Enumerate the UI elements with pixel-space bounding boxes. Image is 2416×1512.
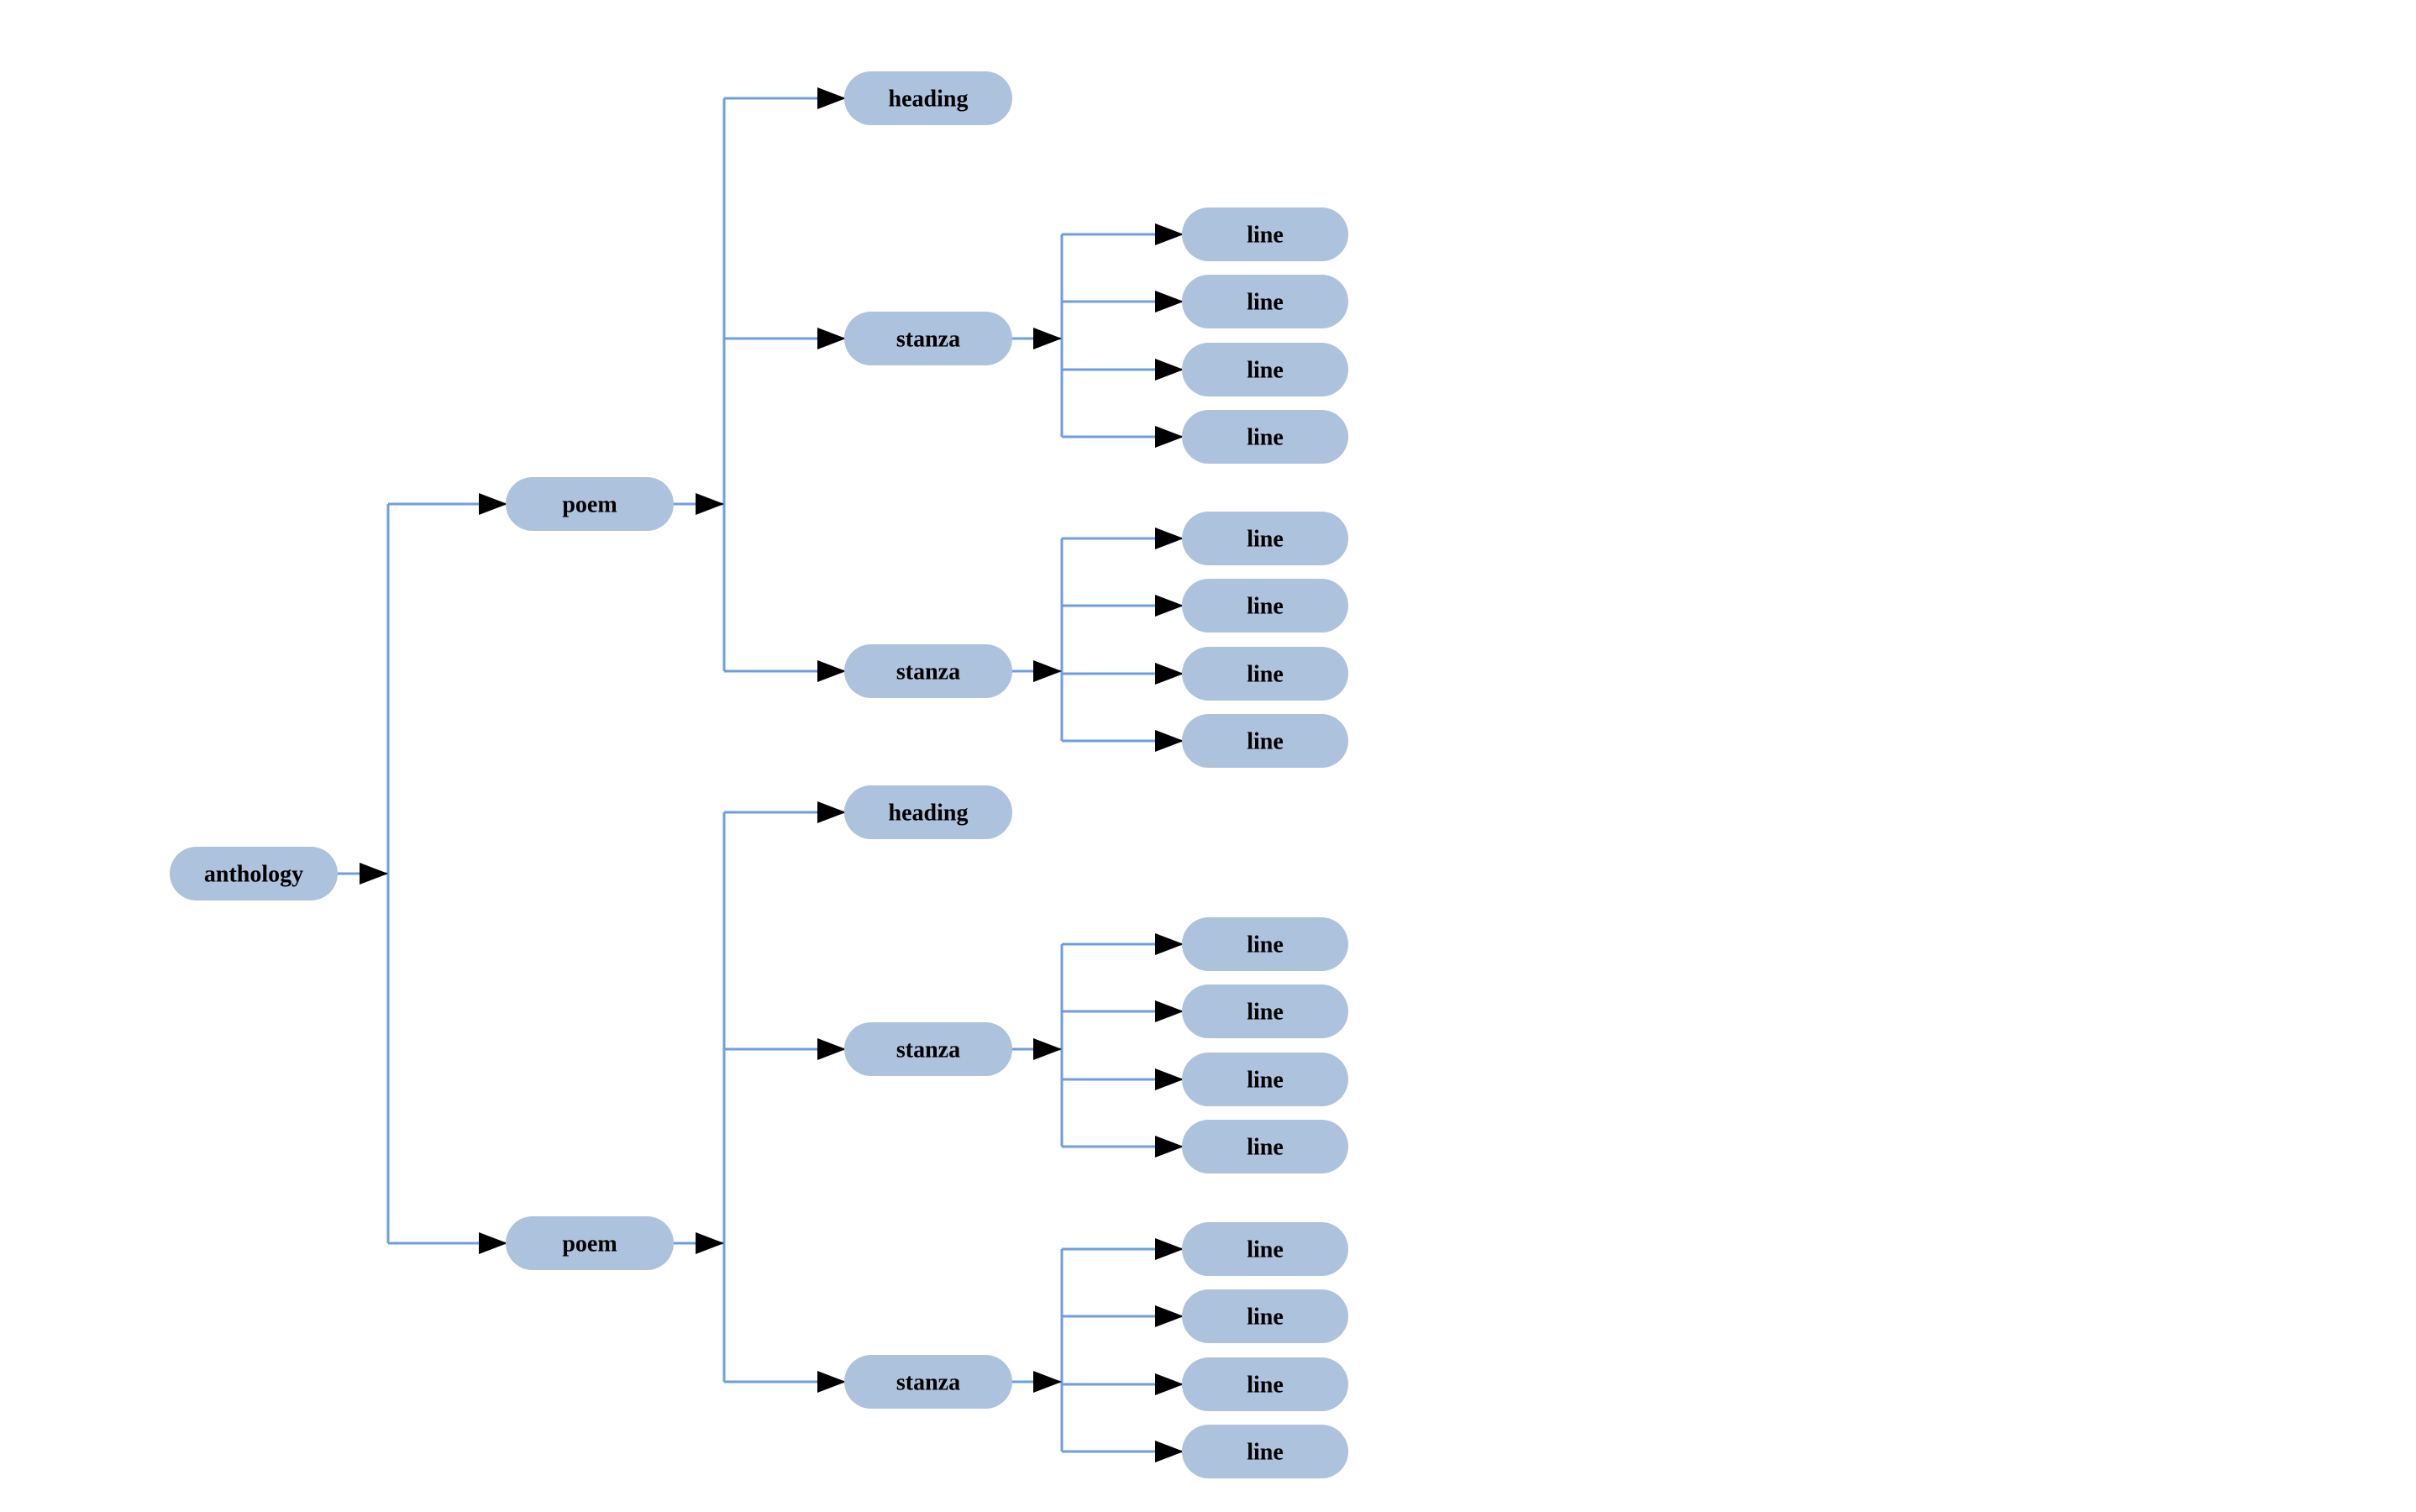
- p2-stanza2-trunk-parent-arrow-icon: [1033, 1371, 1062, 1393]
- p1-stanza1-arrow-icon: [817, 328, 846, 349]
- connectors-layer: [338, 97, 1182, 1453]
- node-shape-p1-s2-line3[interactable]: [1182, 647, 1348, 701]
- p2-stanza1-arrow-icon: [817, 1038, 846, 1060]
- node-shape-p2-s1-line4[interactable]: [1182, 1120, 1348, 1173]
- p1-stanza2-arrow-icon: [817, 660, 846, 682]
- node-shape-p1-stanza2[interactable]: [844, 644, 1012, 698]
- p2-s2-line2-arrow-icon: [1155, 1305, 1184, 1327]
- node-p2-stanza2[interactable]: stanza: [844, 1355, 1012, 1409]
- node-shape-p2-s2-line1[interactable]: [1182, 1222, 1348, 1276]
- node-p1-s2-line4[interactable]: line: [1182, 714, 1348, 768]
- node-p2-s1-line1[interactable]: line: [1182, 917, 1348, 971]
- node-p1-stanza2[interactable]: stanza: [844, 644, 1012, 698]
- node-shape-poem1[interactable]: [506, 477, 674, 531]
- poem2-trunk-parent-arrow-icon: [696, 1232, 724, 1254]
- p2-s1-line3-arrow-icon: [1155, 1068, 1184, 1090]
- node-anthology[interactable]: anthology: [170, 847, 338, 900]
- p1-s1-line4-arrow-icon: [1155, 426, 1184, 448]
- node-p1-s1-line3[interactable]: line: [1182, 343, 1348, 396]
- node-shape-p1-s1-line4[interactable]: [1182, 410, 1348, 464]
- p2-stanza1-trunk-parent-arrow-icon: [1033, 1038, 1062, 1060]
- p2-s1-line4-arrow-icon: [1155, 1136, 1184, 1158]
- p1-s2-line1-arrow-icon: [1155, 528, 1184, 549]
- p1-stanza1-trunk-parent-arrow-icon: [1033, 328, 1062, 349]
- p1-heading-arrow-icon: [817, 87, 846, 109]
- node-p1-stanza1[interactable]: stanza: [844, 312, 1012, 365]
- node-p1-s2-line2[interactable]: line: [1182, 579, 1348, 633]
- node-shape-anthology[interactable]: [170, 847, 338, 900]
- node-p2-s2-line1[interactable]: line: [1182, 1222, 1348, 1276]
- node-poem1[interactable]: poem: [506, 477, 674, 531]
- p1-s1-line1-arrow-icon: [1155, 223, 1184, 245]
- p1-s1-line2-arrow-icon: [1155, 291, 1184, 312]
- node-shape-p1-s1-line2[interactable]: [1182, 275, 1348, 328]
- node-p2-s2-line3[interactable]: line: [1182, 1357, 1348, 1411]
- node-shape-p1-s1-line3[interactable]: [1182, 343, 1348, 396]
- node-p1-s1-line1[interactable]: line: [1182, 207, 1348, 261]
- node-shape-p2-s2-line3[interactable]: [1182, 1357, 1348, 1411]
- node-shape-p2-stanza1[interactable]: [844, 1022, 1012, 1076]
- node-p2-s2-line4[interactable]: line: [1182, 1425, 1348, 1478]
- node-p2-heading[interactable]: heading: [844, 785, 1012, 839]
- node-shape-p2-stanza2[interactable]: [844, 1355, 1012, 1409]
- p2-s2-line1-arrow-icon: [1155, 1238, 1184, 1260]
- anthology-trunk-parent-arrow-icon: [360, 863, 388, 885]
- p2-stanza2-arrow-icon: [817, 1371, 846, 1393]
- node-shape-poem2[interactable]: [506, 1216, 674, 1270]
- p2-s2-line3-arrow-icon: [1155, 1373, 1184, 1395]
- node-p1-heading[interactable]: heading: [844, 71, 1012, 125]
- node-p2-s1-line2[interactable]: line: [1182, 984, 1348, 1038]
- p1-s2-line3-arrow-icon: [1155, 663, 1184, 685]
- node-p1-s2-line1[interactable]: line: [1182, 512, 1348, 565]
- node-shape-p2-s1-line1[interactable]: [1182, 917, 1348, 971]
- node-p2-s1-line4[interactable]: line: [1182, 1120, 1348, 1173]
- node-p1-s1-line4[interactable]: line: [1182, 410, 1348, 464]
- node-poem2[interactable]: poem: [506, 1216, 674, 1270]
- node-p2-stanza1[interactable]: stanza: [844, 1022, 1012, 1076]
- p1-s2-line2-arrow-icon: [1155, 595, 1184, 617]
- poem1-arrow-icon: [479, 493, 507, 515]
- node-shape-p2-s1-line2[interactable]: [1182, 984, 1348, 1038]
- poem2-arrow-icon: [479, 1232, 507, 1254]
- p2-heading-arrow-icon: [817, 801, 846, 823]
- arrowheads-layer: [360, 87, 1184, 1462]
- node-shape-p2-s2-line2[interactable]: [1182, 1289, 1348, 1343]
- node-p1-s1-line2[interactable]: line: [1182, 275, 1348, 328]
- node-shape-p1-s2-line1[interactable]: [1182, 512, 1348, 565]
- poem1-trunk-parent-arrow-icon: [696, 493, 724, 515]
- node-p1-s2-line3[interactable]: line: [1182, 647, 1348, 701]
- node-shape-p1-stanza1[interactable]: [844, 312, 1012, 365]
- node-p2-s1-line3[interactable]: line: [1182, 1053, 1348, 1106]
- node-shape-p2-s1-line3[interactable]: [1182, 1053, 1348, 1106]
- p2-s2-line4-arrow-icon: [1155, 1441, 1184, 1462]
- p2-s1-line2-arrow-icon: [1155, 1000, 1184, 1022]
- node-shape-p2-s2-line4[interactable]: [1182, 1425, 1348, 1478]
- p2-s1-line1-arrow-icon: [1155, 933, 1184, 955]
- p1-stanza2-trunk-parent-arrow-icon: [1033, 660, 1062, 682]
- node-shape-p1-s1-line1[interactable]: [1182, 207, 1348, 261]
- nodes-layer: anthology poem heading stanza stanza line line…: [170, 71, 1348, 1478]
- p1-s1-line3-arrow-icon: [1155, 359, 1184, 381]
- node-shape-p1-s2-line4[interactable]: [1182, 714, 1348, 768]
- node-p2-s2-line2[interactable]: line: [1182, 1289, 1348, 1343]
- node-shape-p1-s2-line2[interactable]: [1182, 579, 1348, 633]
- node-shape-p2-heading[interactable]: [844, 785, 1012, 839]
- node-shape-p1-heading[interactable]: [844, 71, 1012, 125]
- p1-s2-line4-arrow-icon: [1155, 730, 1184, 752]
